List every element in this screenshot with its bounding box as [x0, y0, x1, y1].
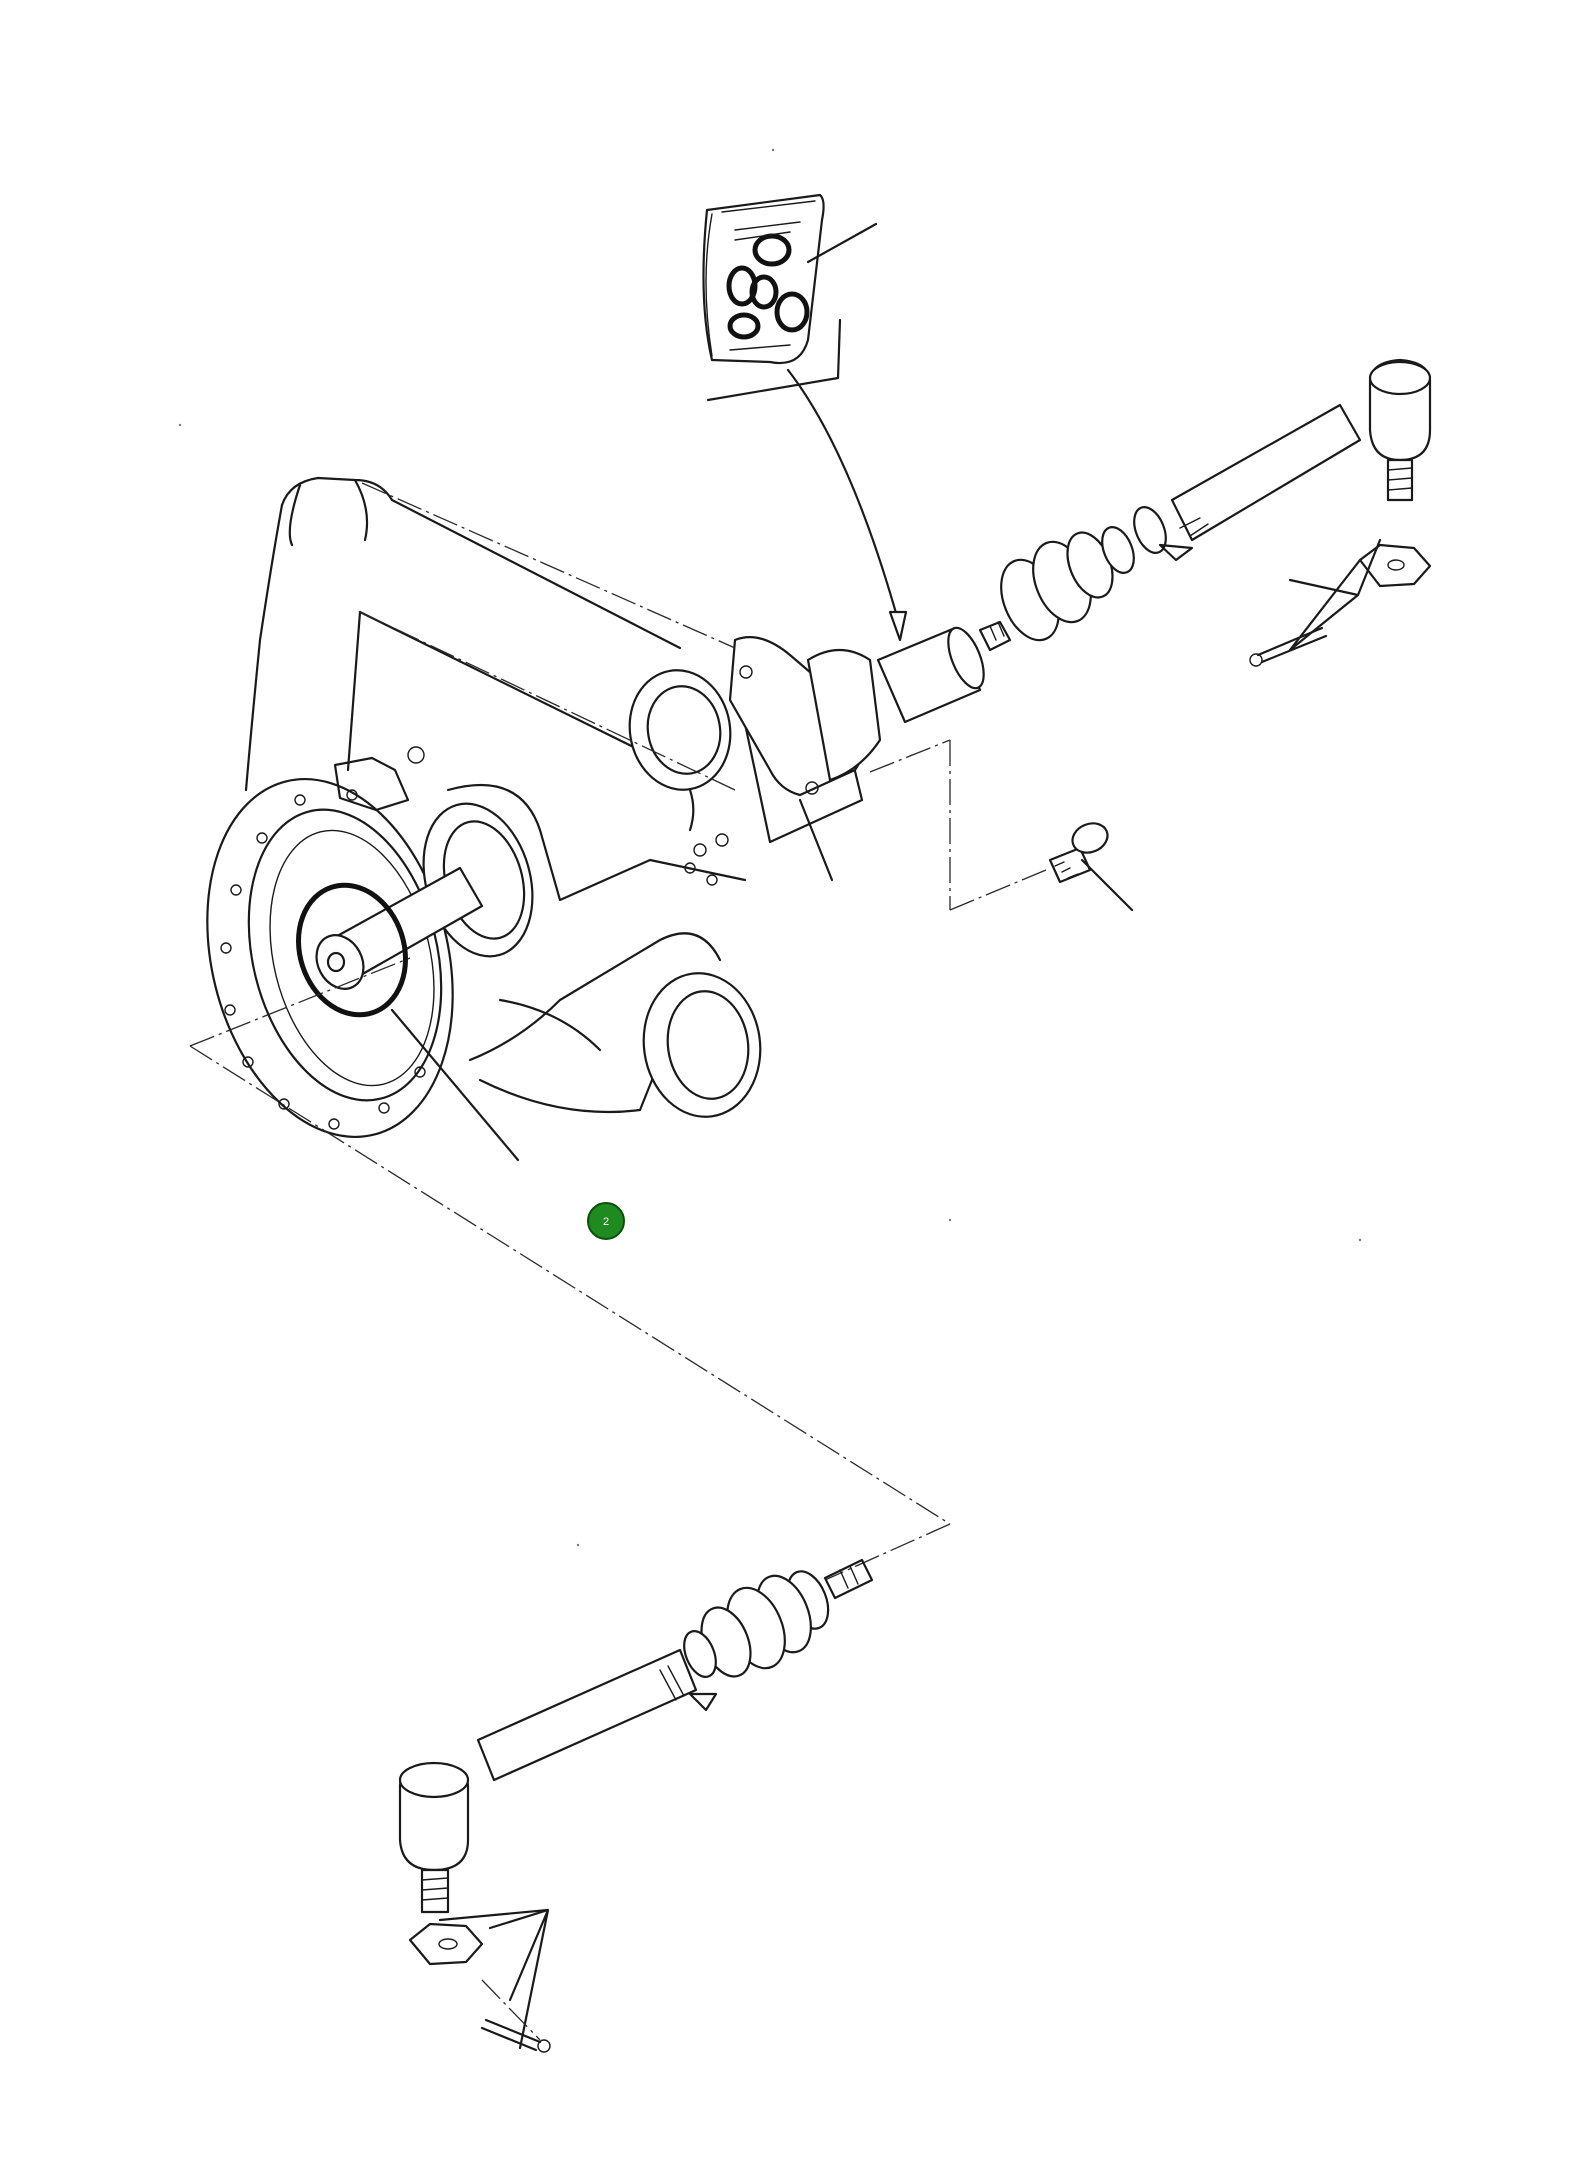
- callout-marker[interactable]: [587, 1202, 625, 1240]
- cylinder-flange: [728, 636, 882, 882]
- cylinder-rod-upper: [876, 620, 1012, 724]
- castle-nut-lower: [408, 1922, 484, 1966]
- cap-screw: [949, 822, 1134, 912]
- piston-rod: [315, 866, 484, 990]
- callout-hotspot-2[interactable]: 2: [587, 1202, 625, 1240]
- cylinder-rod-lower: [823, 1558, 874, 1600]
- tie-rod-lower: [476, 1648, 718, 1782]
- seal-kit-leaders: [706, 222, 908, 642]
- castle-nut-upper: [1358, 543, 1432, 588]
- o-ring: [296, 882, 520, 1162]
- scan-specks: [178, 148, 1362, 1547]
- axle-housing: [206, 476, 864, 1138]
- split-pin-lower: [438, 1908, 551, 2053]
- tie-rod-upper: [1158, 403, 1362, 562]
- assembly-lines: [189, 482, 951, 1581]
- callout-label: 2: [603, 1216, 609, 1228]
- ball-joint-upper: [1368, 358, 1432, 502]
- gaiter-boot-upper: [1000, 506, 1167, 642]
- split-pin-upper: [1249, 538, 1382, 667]
- gaiter-boot-lower: [683, 1570, 830, 1678]
- seal-kit-packet: [702, 193, 825, 365]
- ball-joint-lower: [398, 1761, 470, 1914]
